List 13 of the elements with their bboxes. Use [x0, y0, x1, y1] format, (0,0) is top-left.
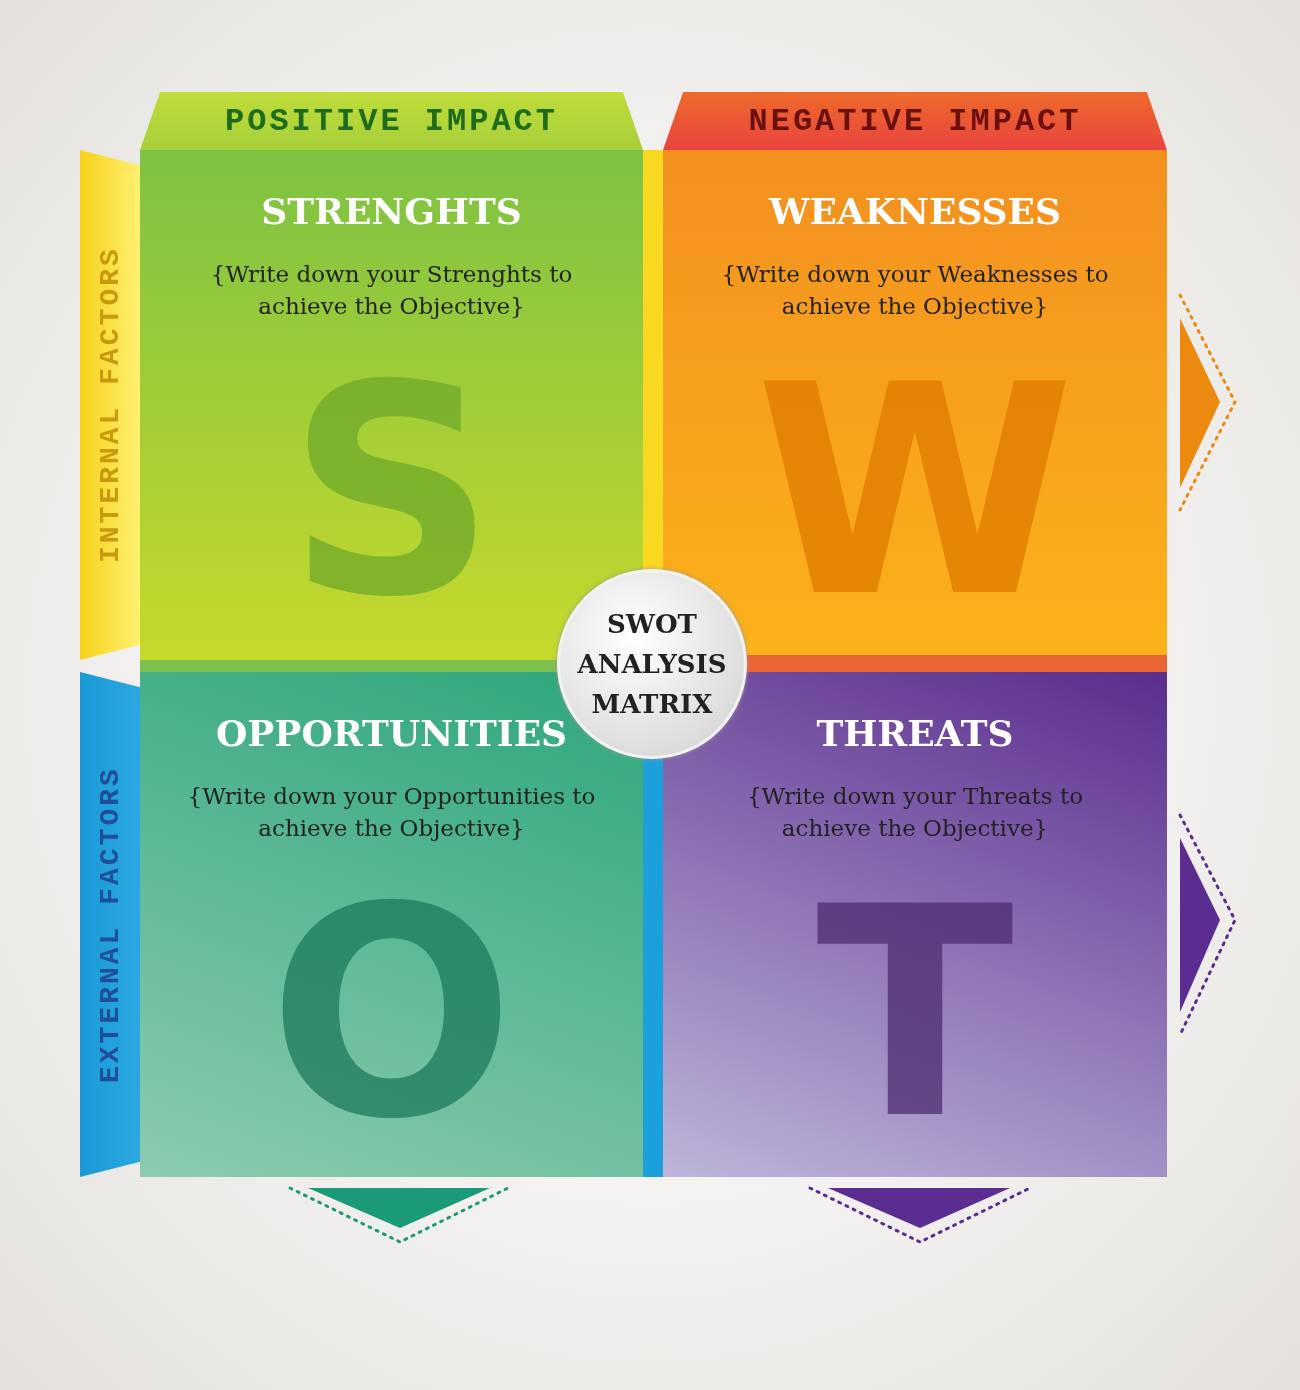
quadrant-letter: O [267, 864, 516, 1164]
row-header: EXTERNAL FACTORS [80, 672, 140, 1177]
column-header: NEGATIVE IMPACT [663, 92, 1167, 150]
row-header: INTERNAL FACTORS [80, 150, 140, 660]
instruction-text: {Write down your Opportunities to achieve the Objective} [186, 782, 597, 843]
column-header: POSITIVE IMPACT [140, 92, 643, 150]
quadrant-heading: THREATS [815, 712, 1015, 754]
instruction-text: {Write down your Weaknesses to achieve the Objective} [720, 260, 1110, 321]
quadrant-letter: T [815, 864, 1015, 1164]
instruction-text: {Write down your Threats to achieve the Objective} [746, 782, 1084, 843]
instruction-text: {Write down your Strenghts to achieve the Objective} [209, 260, 574, 321]
quadrant-heading: STRENGHTS [260, 190, 523, 232]
quadrant-heading: WEAKNESSES [767, 190, 1063, 232]
